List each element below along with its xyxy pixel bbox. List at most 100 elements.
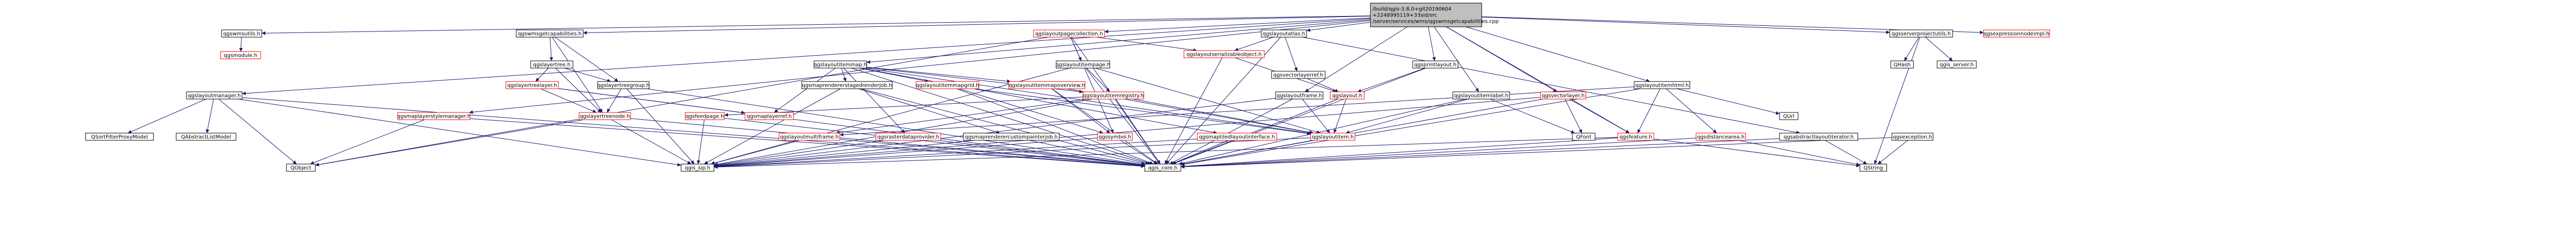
node-box bbox=[916, 81, 979, 89]
edge-qgssymbol-to-qgis_sip bbox=[714, 138, 1098, 168]
node-label: qgslayoutmultiframe.h bbox=[780, 135, 839, 140]
node-qgslayertreegroup[interactable]: qgslayertreegroup.h bbox=[597, 81, 650, 89]
node-label: qgslayoutitempage.h bbox=[1056, 62, 1110, 68]
node-qgsvectorlayerref[interactable]: qgsvectorlayerref.h bbox=[1271, 71, 1326, 79]
node-qgslayertreenode[interactable]: qgslayertreenode.h bbox=[579, 112, 631, 120]
node-qgsfeature[interactable]: qgsfeature.h bbox=[1617, 133, 1654, 141]
edge-qgsvectorlayerref-to-qgslayout bbox=[1307, 78, 1339, 92]
node-label: qgslayoutitemhtml.h bbox=[1635, 83, 1689, 89]
node-qgsexception[interactable]: qgsexception.h bbox=[1891, 133, 1934, 141]
node-box bbox=[176, 133, 236, 141]
node-label: qgsserverprojectutils.h bbox=[1892, 31, 1951, 37]
edge-qgslayoutmanager-to-QAbstractListModel bbox=[206, 99, 214, 134]
node-qgsfeedpage[interactable]: qgsfeedpage.h bbox=[685, 112, 725, 120]
node-qgssymbol[interactable]: qgssymbol.h bbox=[1097, 133, 1133, 141]
node-qgslayoutpagecollection[interactable]: qgslayoutpagecollection.h bbox=[1033, 29, 1105, 38]
node-box bbox=[685, 112, 725, 120]
edge-qgsmaptiledlayoutinterface-to-qgis_core bbox=[1171, 140, 1229, 165]
edge-qgslayoutmanager-to-qgis_sip bbox=[238, 99, 682, 167]
node-box bbox=[1889, 29, 1953, 38]
node-label: qgslayoutitemmapoverview.h bbox=[1009, 83, 1085, 89]
node-box bbox=[875, 133, 941, 141]
edge-qgsrasterdataprovider-to-qgis_sip bbox=[714, 140, 884, 167]
edge-qgslayoutitemlabel-to-qgslayoutitem bbox=[1346, 99, 1468, 134]
edge-qgslayoutatlas-to-qgsvectorlayerref bbox=[1284, 37, 1298, 72]
node-qgsserverprojectutils[interactable]: qgsserverprojectutils.h bbox=[1889, 29, 1953, 38]
node-qgis_server[interactable]: qgis_server.h bbox=[1937, 60, 1977, 69]
edge-qgslayoutpagecollection-to-qgslayoutserializableobject bbox=[1096, 37, 1197, 52]
edge-qgsvectorlayer-to-qgis_sip bbox=[714, 97, 1541, 168]
node-qgslayoutframe[interactable]: qgslayoutframe.h bbox=[1275, 91, 1324, 100]
edge-root-to-qgslayoutmanager bbox=[242, 18, 1371, 95]
node-QSortFilterProxyModel[interactable]: QSortFilterProxyModel bbox=[85, 133, 154, 141]
node-qgslayoutmultiframe[interactable]: qgslayoutmultiframe.h bbox=[778, 133, 840, 141]
node-label: QFont bbox=[1576, 135, 1591, 140]
node-qgslayoutitempage[interactable]: qgslayoutitempage.h bbox=[1056, 60, 1110, 69]
node-label: qgsrasterdataprovider.h bbox=[877, 135, 939, 140]
edge-qgsfeature-to-qgis_sip bbox=[714, 137, 1618, 169]
node-QString[interactable]: QString bbox=[1859, 164, 1887, 172]
node-qgsvectorlayer[interactable]: qgsvectorlayer.h bbox=[1540, 91, 1586, 100]
node-qgslayoutatlas[interactable]: qgslayoutatlas.h bbox=[1261, 29, 1307, 38]
node-qgslayoutitemmapoverview[interactable]: qgslayoutitemmapoverview.h bbox=[1008, 81, 1086, 89]
node-qgsmaplayerref[interactable]: qgsmaplayerref.h bbox=[744, 112, 794, 120]
node-qgsmaprenderercustompainterjob[interactable]: qgsmaprenderercustompainterjob.h bbox=[963, 133, 1060, 141]
edge-qgslayoutitemmapgrid-to-qgis_core bbox=[957, 88, 1154, 165]
node-label: qgslayoutserializableobject.h bbox=[1187, 52, 1262, 58]
node-qgsmaprendererstagedrenderjob[interactable]: qgsmaprendererstagedrenderjob.h bbox=[801, 81, 893, 89]
node-box bbox=[221, 29, 262, 38]
node-qgswmsutils[interactable]: qgswmsutils.h bbox=[221, 29, 262, 38]
edge-qgslayoutframe-to-qgis_core bbox=[1170, 99, 1293, 165]
node-label: /server/services/wms/qgswmsgetcapabiliti… bbox=[1372, 19, 1499, 25]
edge-qgsfeedpage-to-qgis_sip bbox=[697, 119, 705, 165]
node-qgslayertree[interactable]: qgslayertree.h bbox=[530, 60, 573, 69]
edge-qgsrasterdataprovider-to-qgis_core bbox=[938, 140, 1145, 167]
edge-qgslayoutitemmap-to-qgsmaplayerref bbox=[774, 68, 836, 113]
node-qgis_sip[interactable]: qgis_sip.h bbox=[681, 164, 715, 172]
edge-qgsabstractlayoutiterator-to-QString bbox=[1825, 140, 1867, 165]
node-qgsmaptiledlayoutinterface[interactable]: qgsmaptiledlayoutinterface.h bbox=[1197, 133, 1277, 141]
node-qgslayoutmanager[interactable]: qgslayoutmanager.h bbox=[186, 91, 243, 100]
edge-qgslayertreenode-to-QObject bbox=[315, 119, 584, 167]
edge-root-to-qgsserverprojectutils bbox=[1481, 17, 1890, 34]
edge-qgsmaplayerstylemanager-to-qgis_core bbox=[469, 118, 1145, 168]
node-qgsprintlayout[interactable]: qgsprintlayout.h bbox=[1412, 60, 1459, 69]
node-qgsdistancearea[interactable]: qgsdistancearea.h bbox=[1696, 133, 1746, 141]
node-qgsmodule[interactable]: qgsmodule.h bbox=[220, 51, 261, 59]
edge-root-to-qgswmsgetcapabilities bbox=[583, 15, 1371, 35]
node-QFont[interactable]: QFont bbox=[1572, 133, 1596, 141]
node-QAbstractListModel[interactable]: QAbstractListModel bbox=[176, 133, 236, 141]
node-QObject[interactable]: QObject bbox=[286, 164, 316, 172]
node-box bbox=[681, 164, 715, 172]
node-qgslayoutitemhtml[interactable]: qgslayoutitemhtml.h bbox=[1634, 81, 1690, 89]
node-qgslayoutserializableobject[interactable]: qgslayoutserializableobject.h bbox=[1183, 50, 1265, 58]
node-qgsmaplayerstylemanager[interactable]: qgsmaplayerstylemanager.h bbox=[397, 112, 471, 120]
node-qgis_core[interactable]: qgis_core.h bbox=[1144, 164, 1181, 172]
node-QHash[interactable]: QHash bbox=[1890, 60, 1914, 69]
node-qgslayoutitem[interactable]: qgslayoutitem.h bbox=[1310, 133, 1355, 141]
node-label: qgslayout.h bbox=[1332, 93, 1363, 99]
node-label: qgsdistancearea.h bbox=[1697, 135, 1744, 140]
node-box bbox=[1937, 60, 1977, 69]
node-qgslayout[interactable]: qgslayout.h bbox=[1330, 91, 1365, 100]
node-qgswmsgetcapabilities[interactable]: qgswmsgetcapabilities.h bbox=[516, 29, 584, 38]
node-label: qgsvectorlayerref.h bbox=[1274, 73, 1324, 78]
node-label: qgswmsutils.h bbox=[223, 31, 260, 37]
node-box bbox=[1330, 91, 1365, 100]
node-qgsabstractlayoutiterator[interactable]: qgsabstractlayoutiterator.h bbox=[1779, 133, 1858, 141]
edge-qgslayoutitemhtml-to-QUrl bbox=[1676, 88, 1780, 115]
node-label: qgsmodule.h bbox=[224, 53, 258, 59]
edge-qgswmsgetcapabilities-to-qgslayertreenode bbox=[552, 37, 603, 113]
node-qgsexpressionnodeimpl[interactable]: qgsexpressionnodeimpl.h bbox=[1983, 29, 2050, 38]
node-qgslayoutitemlabel[interactable]: qgslayoutitemlabel.h bbox=[1452, 91, 1510, 100]
edge-qgsmaprendererstagedrenderjob-to-qgsmaprenderercustompainterjob bbox=[858, 88, 1000, 134]
node-qgslayoutitemmapgrid[interactable]: qgslayoutitemmapgrid.h bbox=[916, 81, 979, 89]
node-QUrl[interactable]: QUrl bbox=[1779, 112, 1799, 120]
node-qgslayertreelayer[interactable]: qgslayertreelayer.h bbox=[505, 81, 559, 89]
node-qgslayoutitemmap[interactable]: qgslayoutitemmap.h bbox=[814, 60, 867, 69]
node-qgsrasterdataprovider[interactable]: qgsrasterdataprovider.h bbox=[875, 133, 941, 141]
edge-qgslayoutitemhtml-to-qgis_core bbox=[1180, 88, 1640, 166]
node-label: qgslayoutitemlabel.h bbox=[1454, 93, 1508, 99]
node-root: /build/qgis-3.8.0+git20190604+2248995119… bbox=[1370, 3, 1499, 27]
node-qgslayoutitemregistry[interactable]: qgslayoutitemregistry.h bbox=[1082, 91, 1144, 100]
